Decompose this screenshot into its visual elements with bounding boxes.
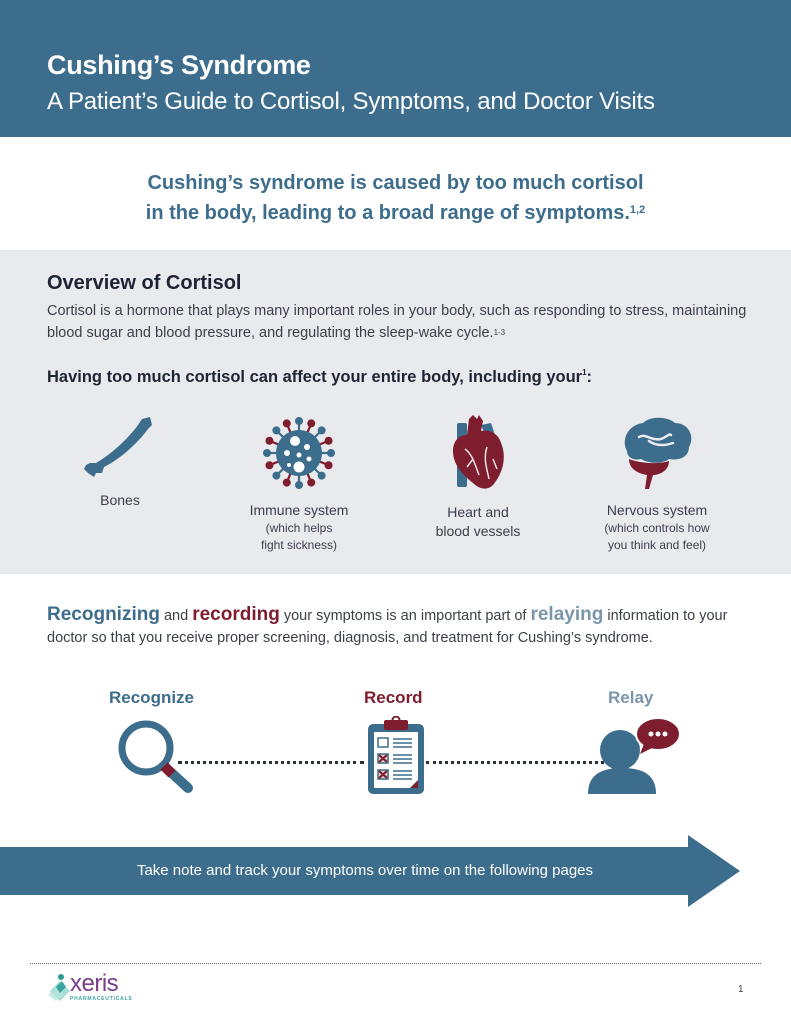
organ-label-heart: Heart and blood vessels bbox=[393, 503, 563, 541]
organ-note-immune-1: (which helps bbox=[265, 521, 333, 535]
organ-immune-system: Immune system (which helps fight sicknes… bbox=[214, 413, 384, 554]
person-speech-bubble-icon bbox=[588, 717, 681, 794]
organ-label-bones: Bones bbox=[100, 492, 140, 508]
overview-body: Cortisol is a hormone that plays many im… bbox=[47, 300, 757, 344]
overview-subheading-colon: : bbox=[586, 368, 593, 386]
organ-label-immune: Immune system bbox=[249, 502, 349, 518]
keyword-recognizing: Recognizing bbox=[47, 604, 160, 625]
overview-body-reference: 1-3 bbox=[493, 328, 506, 337]
overview-section: Overview of Cortisol Cortisol is a hormo… bbox=[0, 250, 791, 574]
organ-note-nervous-2: you think and feel) bbox=[607, 538, 707, 552]
overview-body-text: Cortisol is a hormone that plays many im… bbox=[47, 303, 747, 341]
document-title: Cushing’s Syndrome bbox=[47, 50, 311, 80]
arrow-shape bbox=[0, 835, 740, 907]
step-label-record: Record bbox=[364, 688, 423, 707]
organ-label-nervous: Nervous system bbox=[606, 502, 708, 518]
brain-icon bbox=[624, 417, 692, 489]
organ-label-heart-1: Heart and bbox=[447, 504, 509, 520]
keyword-relaying: relaying bbox=[530, 604, 604, 625]
lead-reference: 1,2 bbox=[629, 204, 646, 216]
rrr-text-3: information to your doctor so that you r… bbox=[47, 608, 728, 646]
rrr-text-2: your symptoms is an important part of bbox=[279, 608, 531, 624]
step-label-recognize: Recognize bbox=[109, 688, 195, 707]
header-banner: Cushing’s Syndrome A Patient’s Guide to … bbox=[0, 0, 791, 137]
lead-statement: Cushing’s syndrome is caused by too much… bbox=[0, 168, 791, 228]
bone-icon bbox=[84, 417, 152, 477]
organ-nervous-system: Nervous system (which controls how you t… bbox=[572, 413, 742, 554]
organ-heart: Heart and blood vessels bbox=[393, 413, 563, 541]
overview-subheading-reference: 1 bbox=[582, 368, 587, 377]
footer-divider bbox=[30, 963, 761, 964]
heart-icon bbox=[453, 415, 504, 489]
organ-bones: Bones bbox=[35, 413, 205, 510]
clipboard-checklist-icon bbox=[368, 716, 424, 794]
overview-subheading-text: Having too much cortisol can affect your… bbox=[47, 368, 583, 386]
page-number: 1 bbox=[738, 984, 744, 995]
magnifier-icon bbox=[118, 720, 193, 793]
organ-note-immune-2: fight sickness) bbox=[260, 538, 338, 552]
rrr-paragraph: Recognizing and recording your symptoms … bbox=[47, 604, 767, 649]
organ-note-nervous-1: (which controls how bbox=[604, 521, 710, 535]
overview-title: Overview of Cortisol bbox=[47, 272, 242, 294]
xeris-brand-text: xeris bbox=[70, 970, 119, 997]
dotted-connector-2 bbox=[426, 761, 616, 764]
step-label-relay: Relay bbox=[608, 688, 654, 707]
organ-label-heart-2: blood vessels bbox=[435, 523, 521, 539]
rrr-text-1: and bbox=[159, 608, 193, 624]
xeris-brand-subtext: PHARMACEUTICALS bbox=[70, 996, 133, 1002]
banner-text: Take note and track your symptoms over t… bbox=[136, 862, 594, 879]
keyword-recording: recording bbox=[192, 604, 280, 625]
overview-subheading: Having too much cortisol can affect your… bbox=[47, 368, 592, 387]
dotted-connector-1 bbox=[178, 761, 364, 764]
document-subtitle: A Patient’s Guide to Cortisol, Symptoms,… bbox=[47, 88, 655, 115]
lead-line-2-text: in the body, leading to a broad range of… bbox=[145, 202, 630, 224]
lead-line-2: in the body, leading to a broad range of… bbox=[0, 198, 791, 228]
immune-cell-icon bbox=[263, 417, 335, 489]
lead-line-1: Cushing’s syndrome is caused by too much… bbox=[147, 172, 644, 194]
xeris-logo-mark-icon bbox=[48, 974, 70, 1001]
track-symptoms-banner: Take note and track your symptoms over t… bbox=[0, 835, 791, 907]
